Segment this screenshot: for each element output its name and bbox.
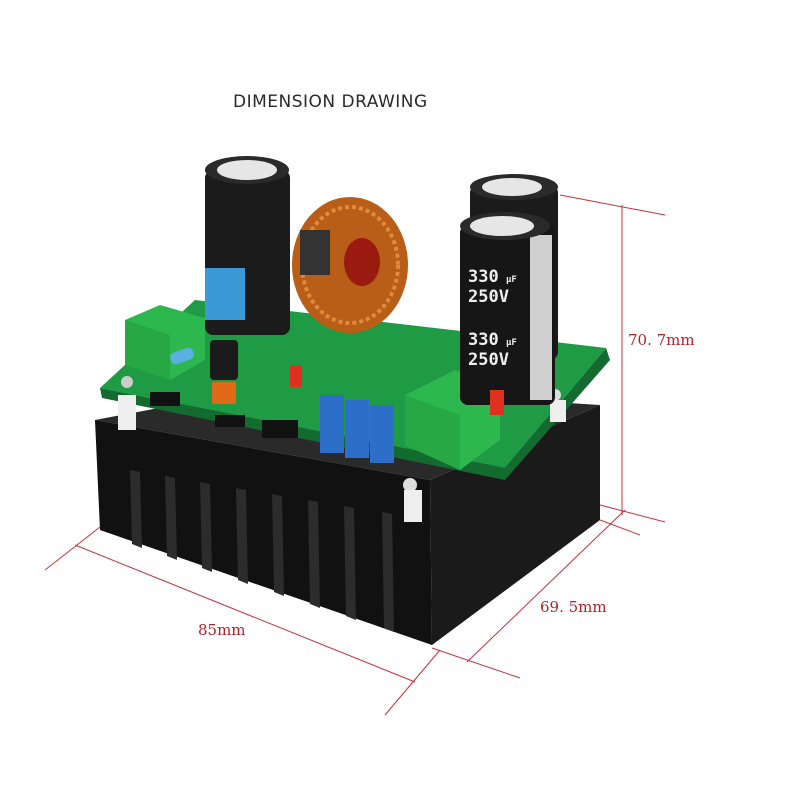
cap-label-value-1: 330 xyxy=(468,267,499,287)
cap-label-value-2: 330 xyxy=(468,330,499,350)
cap-label-voltage-1: 250V xyxy=(468,287,509,307)
dimension-lines xyxy=(44,194,666,716)
cap-label-unit-1: μF xyxy=(506,275,517,285)
depth-dimension-label: 69. 5mm xyxy=(540,598,607,616)
toroid-inductor xyxy=(292,197,408,333)
drawing-title: DIMENSION DRAWING xyxy=(233,92,428,112)
capacitor-front: 330 μF 250V 330 μF 250V xyxy=(460,212,555,405)
cap-label-voltage-2: 250V xyxy=(468,350,509,370)
height-dimension-label: 70. 7mm xyxy=(628,331,695,349)
heatsink-fins xyxy=(130,470,394,632)
width-dimension-label: 85mm xyxy=(198,621,246,639)
cap-label-unit-2: μF xyxy=(506,338,517,348)
small-components xyxy=(150,268,504,463)
